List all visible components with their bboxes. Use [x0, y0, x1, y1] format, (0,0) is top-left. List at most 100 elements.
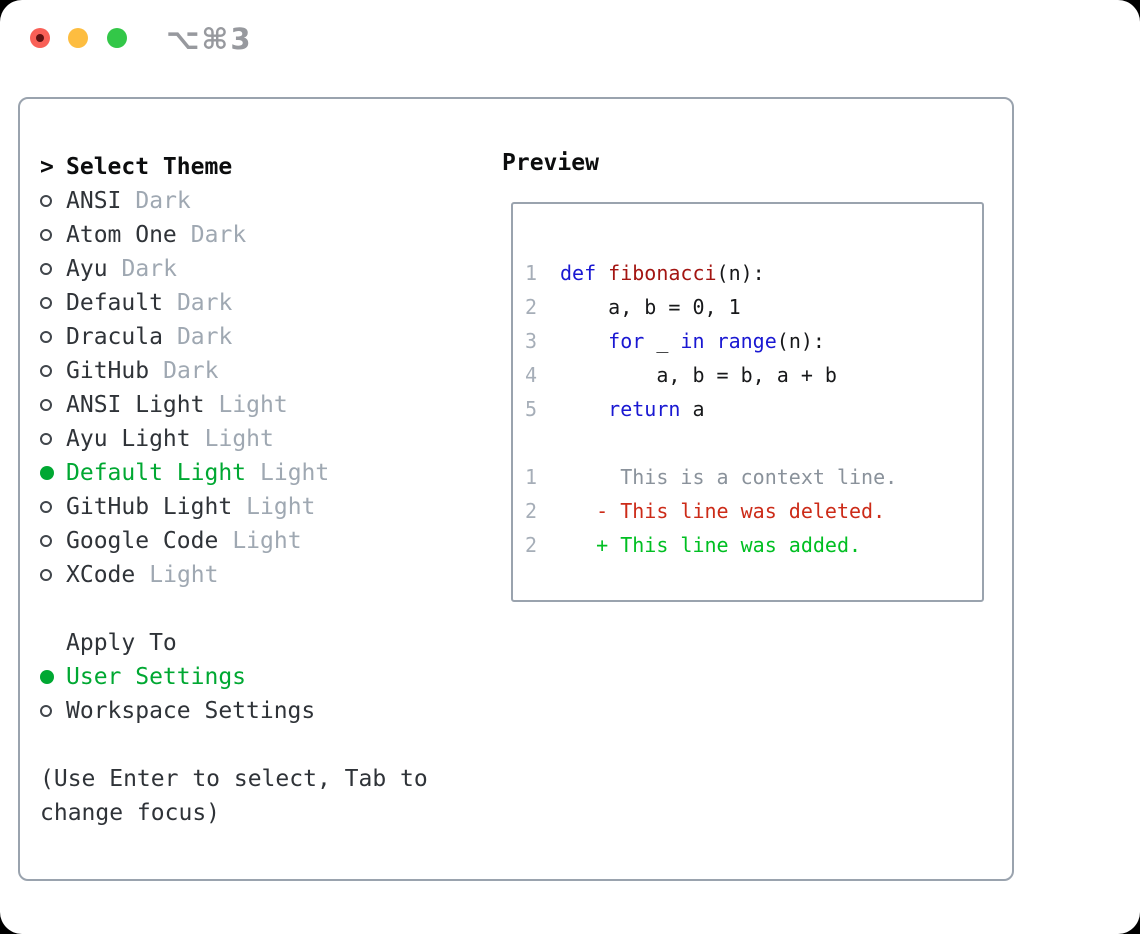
code-text: a, b = 0, 1 [560, 295, 741, 319]
diff-text: + This line was added. [560, 533, 862, 557]
radio-marker [40, 297, 66, 309]
radio-selected-icon [40, 670, 54, 684]
code-text: def fibonacci(n): [560, 261, 765, 285]
code-line: 3 for _ in range(n): [525, 324, 982, 358]
theme-variant-tag: Dark [135, 188, 191, 214]
radio-marker [40, 229, 66, 241]
code-text: for _ in range(n): [608, 329, 825, 353]
radio-marker [40, 501, 66, 513]
code-line: 1 def fibonacci(n): [525, 256, 982, 290]
diff-line-added: 2 + This line was added. [525, 528, 982, 562]
close-button[interactable] [30, 28, 50, 48]
radio-unselected-icon [40, 331, 52, 343]
theme-variant-tag: Dark [190, 222, 247, 248]
theme-variant-tag: Light [204, 426, 274, 452]
theme-variant-tag: Light [232, 528, 302, 554]
theme-option-default[interactable]: Default Dark [40, 286, 460, 320]
theme-name: XCode [66, 562, 136, 588]
spacer [40, 592, 460, 626]
line-number: 2 [525, 499, 538, 523]
diff-text: This is a context line. [560, 465, 898, 489]
radio-marker [40, 365, 66, 377]
radio-unselected-icon [40, 569, 52, 581]
line-number: 4 [525, 363, 538, 387]
radio-unselected-icon [40, 365, 52, 377]
radio-marker [40, 569, 66, 581]
radio-unselected-icon [40, 705, 52, 717]
radio-unselected-icon [40, 229, 52, 241]
radio-selected-icon [40, 466, 54, 480]
select-theme-title: Select Theme [66, 154, 233, 180]
apply-option-user-settings[interactable]: User Settings [40, 660, 460, 694]
code-text: return a [608, 397, 705, 421]
radio-marker [40, 705, 66, 717]
radio-unselected-icon [40, 263, 52, 275]
theme-option-atom-one[interactable]: Atom One Dark [40, 218, 460, 252]
zoom-button[interactable] [107, 28, 127, 48]
diff-text: - This line was deleted. [560, 499, 886, 523]
theme-variant-tag: Dark [163, 358, 219, 384]
line-number: 2 [525, 295, 538, 319]
title-bar: ⌥⌘3 [0, 0, 1140, 76]
window-title: ⌥⌘3 [166, 22, 253, 56]
blank-line [525, 426, 982, 460]
theme-option-ayu-light[interactable]: Ayu Light Light [40, 422, 460, 456]
preview-title: Preview [502, 150, 599, 176]
theme-variant-tag: Light [149, 562, 219, 588]
theme-name: Ayu Light [66, 426, 191, 452]
radio-marker [40, 466, 66, 480]
radio-marker [40, 670, 66, 684]
line-number: 1 [525, 261, 538, 285]
keyboard-hint: (Use Enter to select, Tab to change focu… [40, 766, 428, 826]
radio-unselected-icon [40, 195, 52, 207]
radio-unselected-icon [40, 433, 52, 445]
select-theme-header: > Select Theme [40, 150, 460, 184]
diff-preview: 1 This is a context line.2 - This line w… [525, 460, 982, 562]
line-number: 5 [525, 397, 538, 421]
theme-name: Default Light [66, 460, 247, 486]
radio-unselected-icon [40, 399, 52, 411]
theme-name: Default [66, 290, 163, 316]
theme-name: Google Code [66, 528, 219, 554]
line-number: 3 [525, 329, 538, 353]
apply-option-label: User Settings [66, 664, 247, 690]
radio-marker [40, 399, 66, 411]
theme-option-xcode[interactable]: XCode Light [40, 558, 460, 592]
radio-marker [40, 331, 66, 343]
apply-to-header: Apply To [40, 626, 460, 660]
minimize-button[interactable] [68, 28, 88, 48]
apply-to-title: Apply To [66, 630, 177, 656]
diff-line-deleted: 2 - This line was deleted. [525, 494, 982, 528]
radio-unselected-icon [40, 501, 52, 513]
theme-variant-tag: Light [218, 392, 288, 418]
theme-variant-tag: Light [246, 494, 316, 520]
radio-unselected-icon [40, 297, 52, 309]
theme-variant-tag: Dark [176, 324, 233, 350]
line-number: 2 [525, 533, 538, 557]
theme-variant-tag: Dark [176, 290, 233, 316]
theme-option-ansi[interactable]: ANSI Dark [40, 184, 460, 218]
theme-name: ANSI [66, 188, 122, 214]
code-line: 2 a, b = 0, 1 [525, 290, 982, 324]
diff-line-context: 1 This is a context line. [525, 460, 982, 494]
radio-marker [40, 535, 66, 547]
radio-unselected-icon [40, 535, 52, 547]
prompt-icon: > [40, 154, 54, 180]
apply-option-workspace-settings[interactable]: Workspace Settings [40, 694, 460, 728]
code-line: 5 return a [525, 392, 982, 426]
code-line: 4 a, b = b, a + b [525, 358, 982, 392]
theme-option-google-code[interactable]: Google Code Light [40, 524, 460, 558]
theme-name: Atom One [66, 222, 177, 248]
